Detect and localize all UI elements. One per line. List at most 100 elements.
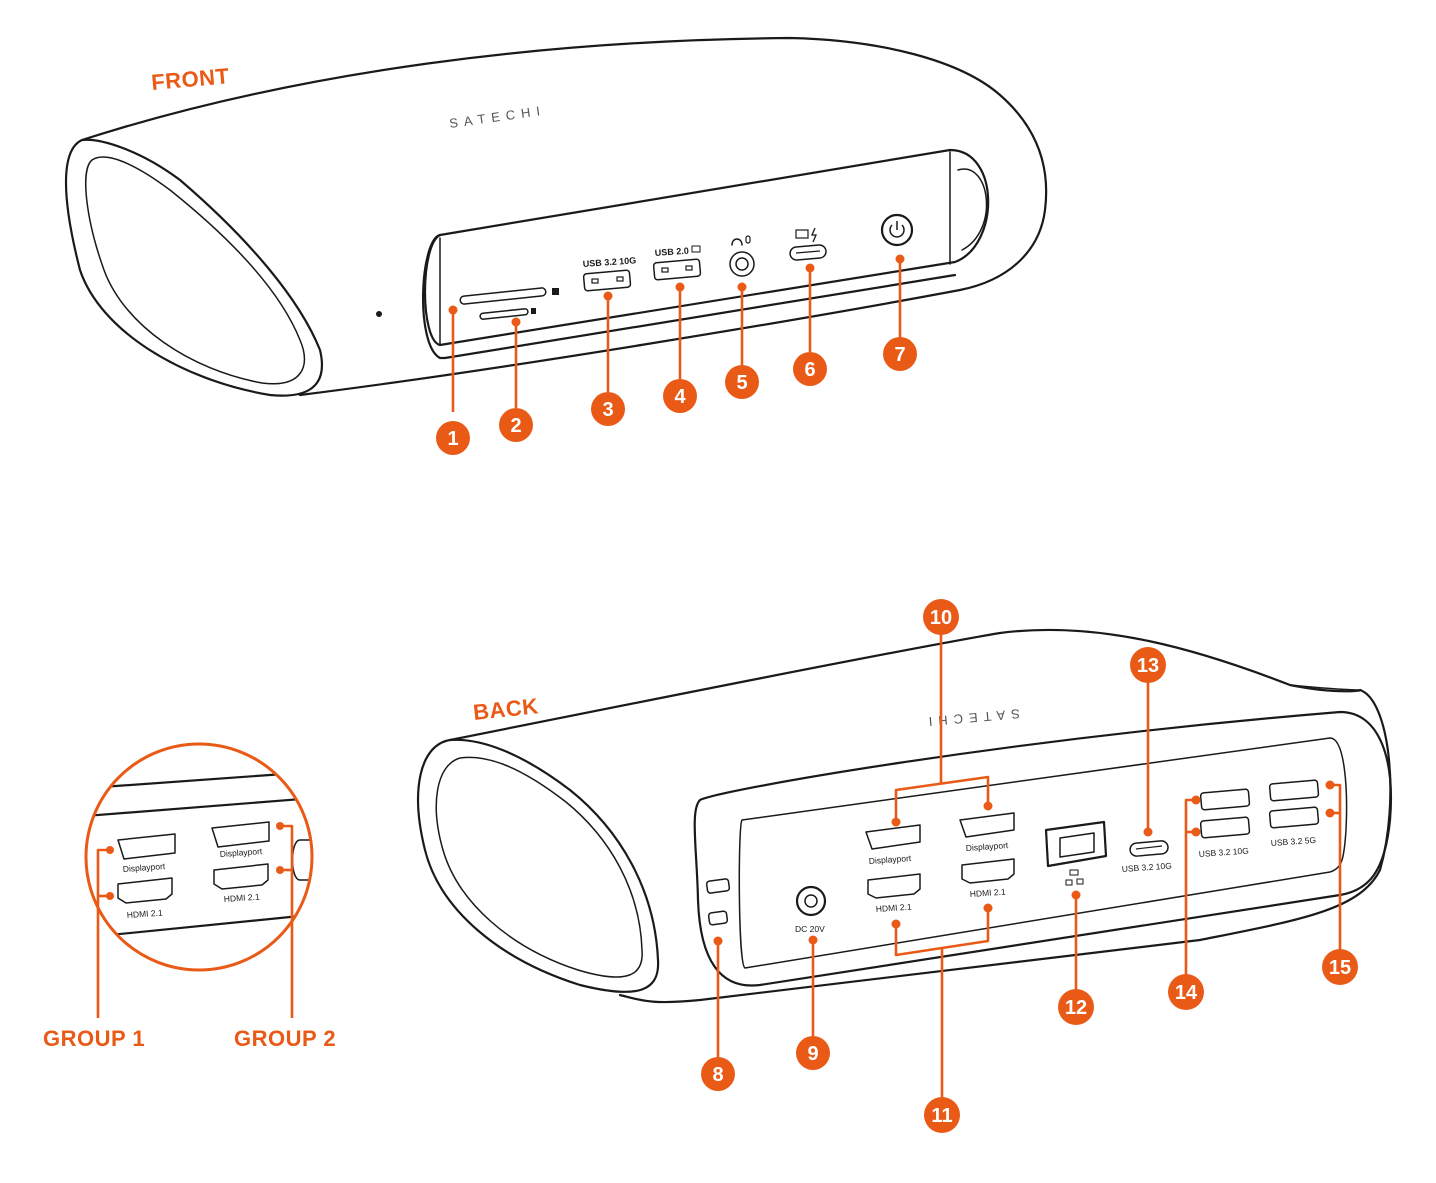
front-right-curve <box>957 168 988 251</box>
front-usb20-label: USB 2.0 <box>654 246 689 258</box>
back-heading: BACK <box>472 693 540 725</box>
lightning-icon <box>811 227 817 243</box>
leader-dot <box>891 919 901 929</box>
callout-14: 14 <box>1168 974 1204 1010</box>
zoom-hdmi-1 <box>117 877 173 904</box>
callout-6-number: 6 <box>804 359 815 381</box>
leader-dot <box>276 866 284 874</box>
zoom-displayport-1 <box>117 833 176 860</box>
back-hdmi-2-label: HDMI 2.1 <box>969 886 1006 898</box>
displayport-port-2 <box>959 812 1015 838</box>
usbc-tongue <box>795 250 821 254</box>
displayport-port-1 <box>865 824 921 850</box>
zoom-hdmi-1-label: HDMI 2.1 <box>126 907 163 919</box>
leader-dot <box>106 846 114 854</box>
back-displayport-2-label: Displayport <box>965 840 1009 853</box>
laptop-icon <box>795 229 809 239</box>
zoom-edge <box>86 768 312 792</box>
leader-dot <box>1325 780 1335 790</box>
callout-4: 4 <box>663 379 697 413</box>
callout-5: 5 <box>725 365 759 399</box>
callout-8: 8 <box>701 1057 735 1091</box>
callout-badges: 1 2 3 4 5 6 7 8 9 10 11 12 13 14 15 <box>436 337 1358 1133</box>
microphone-icon <box>745 235 751 244</box>
front-body-outline <box>80 36 1048 397</box>
audio-jack-inner <box>735 257 749 271</box>
audio-jack-port <box>729 251 755 277</box>
leader-dot <box>1325 808 1335 818</box>
back-usba-5g-label: USB 3.2 5G <box>1270 835 1316 848</box>
back-usbc-label: USB 3.2 10G <box>1121 861 1172 874</box>
callout-3-number: 3 <box>602 399 613 421</box>
callout-12: 12 <box>1058 989 1094 1025</box>
back-left-end-cap <box>417 738 660 993</box>
callout-7: 7 <box>883 337 917 371</box>
dc-power-pin <box>804 894 818 908</box>
leader-dot <box>983 801 993 811</box>
front-usb32-label: USB 3.2 10G <box>582 255 636 269</box>
callout-11-number: 11 <box>931 1105 952 1127</box>
back-view: BACK SATECHI DC 20V Displayport Displayp… <box>417 628 1392 1004</box>
leader-dot <box>1191 795 1201 805</box>
sd-card-icon <box>552 288 559 295</box>
callout-11: 11 <box>924 1097 960 1133</box>
leader-dot <box>983 903 993 913</box>
callout-7-number: 7 <box>894 344 905 366</box>
leader-dot <box>1191 827 1201 837</box>
callout-10-number: 10 <box>930 607 952 629</box>
callout-13-number: 13 <box>1137 655 1159 677</box>
callout-3: 3 <box>591 392 625 426</box>
zoom-side-port <box>291 839 312 881</box>
callout-2-number: 2 <box>510 415 521 437</box>
microsd-card-slot <box>479 308 529 320</box>
headphone-icon <box>731 238 743 246</box>
charging-icon <box>691 245 701 253</box>
back-usba-10g-label: USB 3.2 10G <box>1198 846 1249 859</box>
callout-9-number: 9 <box>807 1043 818 1065</box>
leader-dot <box>276 822 284 830</box>
callout-5-number: 5 <box>736 372 747 394</box>
callout-10: 10 <box>923 599 959 635</box>
zoom-displayport-2 <box>211 821 270 848</box>
callout-1-number: 1 <box>447 428 458 450</box>
usba-5g-port-1 <box>1268 779 1320 802</box>
ethernet-port <box>1044 820 1108 868</box>
front-indicator-dot <box>376 311 382 317</box>
front-usba-3-2-port <box>582 269 632 292</box>
sd-card-slot <box>459 287 547 305</box>
back-usbc-port <box>1129 840 1169 857</box>
back-left-end-inner <box>435 756 643 978</box>
front-bottom-lip <box>421 233 957 360</box>
zoom-displayport-1-label: Displayport <box>122 861 166 874</box>
zoom-hdmi-2 <box>213 863 269 890</box>
hdmi-port-1 <box>867 873 921 899</box>
front-left-end-cap <box>64 138 323 397</box>
usba-10g-port-2 <box>1199 816 1251 839</box>
callout-12-number: 12 <box>1065 997 1087 1019</box>
callout-4-number: 4 <box>674 386 686 408</box>
group-1-leader <box>96 848 110 1018</box>
callout-9: 9 <box>796 1036 830 1070</box>
back-brand: SATECHI <box>922 706 1020 729</box>
back-inner-panel <box>738 737 1348 969</box>
usba-10g-port-1 <box>1199 788 1251 811</box>
back-hdmi-1-label: HDMI 2.1 <box>875 901 912 913</box>
usb-pin <box>591 278 599 284</box>
back-face <box>693 710 1392 987</box>
hdmi-port-2 <box>961 858 1015 884</box>
callout-6: 6 <box>793 352 827 386</box>
front-left-end-inner <box>85 156 306 385</box>
power-icon <box>889 224 905 238</box>
usb-pin <box>616 276 624 282</box>
back-leader-lines <box>713 634 1342 1098</box>
front-face <box>423 148 990 347</box>
callout-13: 13 <box>1130 647 1166 683</box>
callout-14-number: 14 <box>1175 982 1198 1004</box>
callout-8-number: 8 <box>712 1064 723 1086</box>
back-body-outline <box>448 628 1392 1004</box>
usba-5g-port-2 <box>1268 806 1320 829</box>
callout-1: 1 <box>436 421 470 455</box>
ethernet-icon <box>1065 869 1084 886</box>
